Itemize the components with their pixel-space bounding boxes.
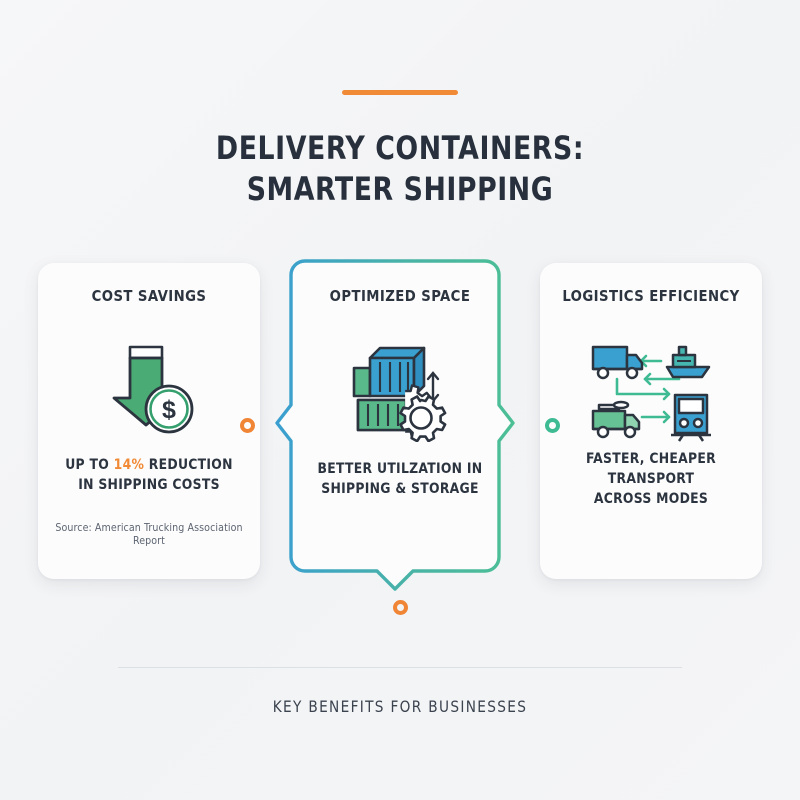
card-cost-savings[interactable]: COST SAVINGS $ UP TO 14% REDUCTION IN: [38, 263, 260, 579]
card-heading-cost-savings: COST SAVINGS: [91, 287, 207, 305]
stacked-containers-gear-icon: [289, 337, 511, 447]
header: DELIVERY CONTAINERS: SMARTER SHIPPING: [0, 90, 800, 210]
card-body-optimized-space: BETTER UTILZATION IN SHIPPING & STORAGE: [304, 459, 496, 499]
card-body-logistics-efficiency: FASTER, CHEAPER TRANSPORT ACROSS MODES: [555, 449, 747, 509]
card-body-cost-savings: UP TO 14% REDUCTION IN SHIPPING COSTS: [53, 455, 245, 495]
connector-bottom-ring-icon: [393, 600, 408, 615]
connector-left-ring-icon: [240, 418, 255, 433]
card-logistics-efficiency[interactable]: LOGISTICS EFFICIENCY: [540, 263, 762, 579]
card-body-line1: BETTER UTILZATION IN: [317, 461, 483, 477]
footer-caption: KEY BENEFITS FOR BUSINESSES: [272, 697, 528, 716]
cards-row: COST SAVINGS $ UP TO 14% REDUCTION IN: [0, 259, 800, 591]
down-arrow-dollar-coin-icon: $: [38, 335, 260, 445]
footer-divider: [118, 667, 682, 668]
card-body-line2: SHIPPING & STORAGE: [321, 481, 479, 497]
card-heading-optimized-space: OPTIMIZED SPACE: [329, 287, 471, 305]
card-source-cost-savings: Source: American Trucking Association Re…: [55, 521, 243, 547]
page-title: DELIVERY CONTAINERS: SMARTER SHIPPING: [28, 128, 772, 210]
card-heading-logistics-efficiency: LOGISTICS EFFICIENCY: [562, 287, 740, 305]
card-body-line1: FASTER, CHEAPER: [585, 451, 717, 467]
card-body-line3: ACROSS MODES: [593, 491, 709, 507]
body-suffix: REDUCTION: [144, 457, 233, 473]
svg-text:$: $: [162, 396, 176, 424]
card-body-line2: TRANSPORT: [607, 471, 695, 487]
card-optimized-space[interactable]: OPTIMIZED SPACE: [275, 259, 515, 591]
connector-right-ring-icon: [545, 418, 560, 433]
body-highlight: 14%: [113, 457, 145, 473]
card-body-line2: IN SHIPPING COSTS: [78, 477, 220, 493]
accent-bar: [342, 90, 458, 95]
multimodal-transport-icon: [540, 337, 762, 447]
body-prefix: UP TO: [65, 457, 114, 473]
page-title-line2: SMARTER SHIPPING: [246, 169, 554, 208]
card-body-line1: UP TO 14% REDUCTION: [53, 455, 245, 475]
page-title-line1: DELIVERY CONTAINERS:: [215, 129, 585, 167]
